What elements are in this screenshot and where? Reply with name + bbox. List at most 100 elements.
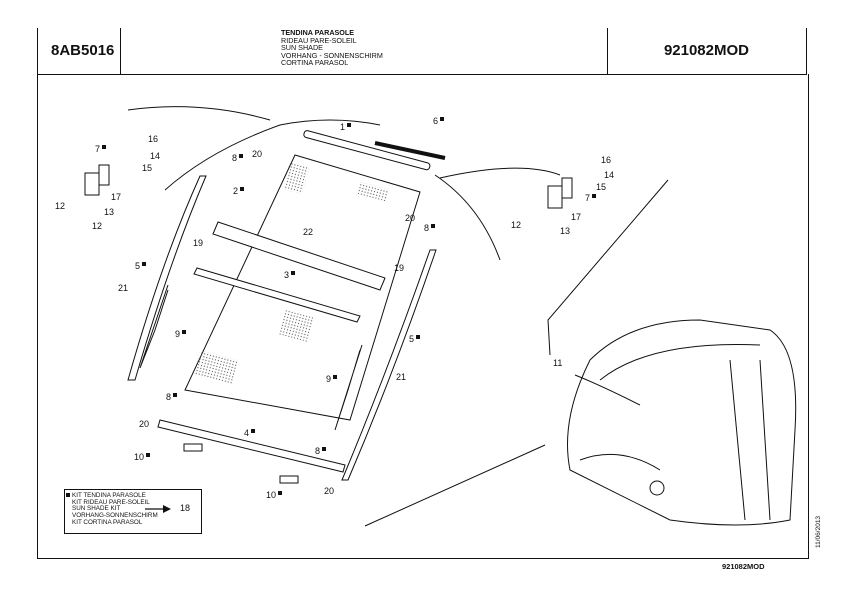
callout-11: 11 bbox=[553, 358, 562, 368]
callout-20: 20 bbox=[252, 149, 262, 159]
header-divider bbox=[120, 28, 122, 74]
cab-illustration bbox=[649, 480, 665, 496]
callout-20: 20 bbox=[405, 213, 415, 223]
callout-22: 22 bbox=[303, 227, 313, 237]
callout-19: 19 bbox=[193, 238, 203, 248]
left-bracket bbox=[84, 172, 100, 196]
drawing-code: 921082MOD bbox=[663, 42, 749, 59]
kit-line-fr: KIT RIDEAU PARE-SOLEIL bbox=[72, 498, 150, 506]
callout-8: 8 bbox=[315, 446, 320, 456]
kit-markers bbox=[102, 117, 597, 495]
cable bbox=[139, 284, 169, 369]
cab-illustration bbox=[599, 343, 761, 381]
header-divider bbox=[607, 28, 609, 74]
shade-perforation bbox=[193, 350, 239, 385]
callout-20: 20 bbox=[324, 486, 334, 496]
cab-outline-line bbox=[434, 174, 501, 261]
drawing-frame bbox=[37, 74, 809, 559]
leader-line bbox=[574, 374, 641, 406]
kit-legend: KIT TENDINA PARASOLE KIT RIDEAU PARE-SOL… bbox=[64, 489, 202, 534]
kit-square-icon bbox=[240, 187, 245, 191]
callout-12: 12 bbox=[55, 201, 65, 211]
shade-perforation bbox=[356, 182, 389, 202]
shade-rod bbox=[193, 267, 361, 323]
callout-2: 2 bbox=[233, 186, 238, 196]
footer-drawing-code: 921082MOD bbox=[722, 562, 765, 571]
leader-line bbox=[364, 444, 546, 527]
callout-12: 12 bbox=[511, 220, 521, 230]
shade-bar bbox=[212, 221, 386, 291]
right-bracket bbox=[561, 177, 573, 199]
callout-19: 19 bbox=[394, 263, 404, 273]
shade-roller bbox=[303, 130, 431, 171]
left-guide-rail bbox=[127, 175, 207, 381]
clip bbox=[279, 475, 299, 484]
spring bbox=[374, 141, 446, 160]
right-bracket bbox=[547, 185, 563, 209]
shade-fabric bbox=[184, 154, 421, 421]
title-es: CORTINA PARASOL bbox=[281, 58, 349, 68]
kit-square-icon bbox=[251, 429, 256, 433]
kit-square-icon bbox=[333, 375, 338, 379]
kit-lines: KIT TENDINA PARASOLE KIT RIDEAU PARE-SOL… bbox=[72, 492, 158, 527]
callout-21: 21 bbox=[396, 372, 406, 382]
kit-square-icon bbox=[182, 330, 187, 334]
title-list: TENDINA PARASOLE RIDEAU PARE-SOLEIL SUN … bbox=[281, 29, 383, 67]
kit-line-es: KIT CORTINA PARASOL bbox=[72, 518, 143, 526]
cab-illustration bbox=[579, 453, 661, 471]
shade-perforation bbox=[282, 162, 310, 195]
kit-square-icon bbox=[347, 123, 352, 127]
callout-3: 3 bbox=[284, 270, 289, 280]
callout-9: 9 bbox=[326, 374, 331, 384]
cab-illustration bbox=[567, 319, 797, 526]
callout-6: 6 bbox=[433, 116, 438, 126]
kit-square-icon bbox=[278, 491, 283, 495]
callout-8: 8 bbox=[232, 153, 237, 163]
callout-14: 14 bbox=[150, 151, 160, 161]
callout-8: 8 bbox=[166, 392, 171, 402]
bottom-rail bbox=[157, 419, 346, 473]
title-de: VORHANG - SONNENSCHIRM bbox=[281, 50, 383, 60]
callout-1: 1 bbox=[340, 122, 345, 132]
callout-10: 10 bbox=[266, 490, 276, 500]
kit-square-icon bbox=[142, 262, 147, 266]
kit-square-icon bbox=[291, 271, 296, 275]
kit-square-icon bbox=[440, 117, 445, 121]
callout-9: 9 bbox=[175, 329, 180, 339]
kit-square-icon bbox=[431, 224, 436, 228]
kit-line-de: VORHANG-SONNENSCHIRM bbox=[72, 512, 158, 520]
kit-square-icon bbox=[173, 393, 178, 397]
title-block: 8AB5016 TENDINA PARASOLE RIDEAU PARE-SOL… bbox=[37, 28, 807, 75]
callout-17: 17 bbox=[111, 192, 121, 202]
kit-line-it: KIT TENDINA PARASOLE bbox=[72, 492, 146, 499]
arrow-right-icon bbox=[145, 505, 171, 513]
callout-5: 5 bbox=[135, 261, 140, 271]
callout-13: 13 bbox=[104, 207, 114, 217]
right-guide-rail bbox=[341, 249, 437, 481]
kit-square-icon bbox=[416, 335, 421, 339]
callout-17: 17 bbox=[571, 212, 581, 222]
kit-square-icon bbox=[66, 493, 70, 497]
kit-target-number: 18 bbox=[180, 503, 191, 513]
title-fr: RIDEAU PARE-SOLEIL bbox=[281, 35, 357, 45]
cab-outline-line bbox=[164, 119, 381, 191]
header-left-edge bbox=[37, 28, 39, 74]
kit-square-icon bbox=[102, 145, 107, 149]
callout-16: 16 bbox=[601, 155, 611, 165]
revision-date: 11/06/2013 bbox=[815, 515, 822, 548]
kit-square-icon bbox=[592, 194, 597, 198]
cab-illustration bbox=[729, 359, 771, 521]
title-en: SUN SHADE bbox=[281, 43, 323, 53]
kit-square-icon bbox=[239, 154, 244, 158]
callout-15: 15 bbox=[142, 163, 152, 173]
title-it: TENDINA PARASOLE bbox=[281, 28, 355, 37]
cab-outline-line bbox=[439, 167, 561, 179]
kit-line-en: SUN SHADE KIT bbox=[72, 505, 121, 513]
callout-5: 5 bbox=[409, 334, 414, 344]
callout-14: 14 bbox=[604, 170, 614, 180]
callout-12: 12 bbox=[92, 221, 102, 231]
clip bbox=[183, 443, 203, 452]
kit-square-icon bbox=[322, 447, 327, 451]
shade-perforation bbox=[278, 309, 314, 342]
